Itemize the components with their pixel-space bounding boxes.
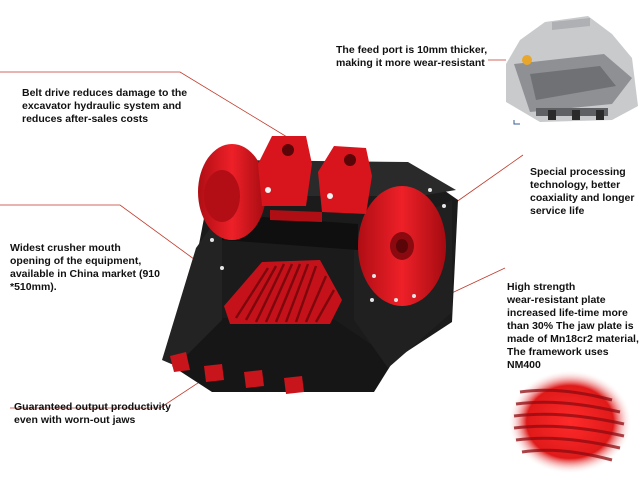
callout-special-processing: Special processing technology, better co… — [530, 166, 635, 217]
callout-output: Guaranteed output productivity even with… — [14, 401, 171, 426]
callout-feed-port: The feed port is 10mm thicker, making it… — [336, 44, 488, 69]
callout-high-strength: High strength wear-resistant plate incre… — [507, 281, 639, 371]
jaw-plate-ribs — [224, 260, 342, 324]
jaw-plate-inset-image — [508, 370, 632, 474]
feed-port-inset-image — [506, 16, 638, 125]
crusher-bucket-illustration — [162, 136, 458, 394]
leader-belt-drive — [0, 71, 293, 141]
bucket-teeth — [170, 352, 304, 394]
callout-widest-mouth: Widest crusher mouth opening of the equi… — [10, 242, 160, 293]
leader-special-processing — [451, 154, 524, 206]
leader-widest-mouth — [0, 204, 199, 263]
callout-belt-drive: Belt drive reduces damage to the excavat… — [22, 87, 188, 125]
